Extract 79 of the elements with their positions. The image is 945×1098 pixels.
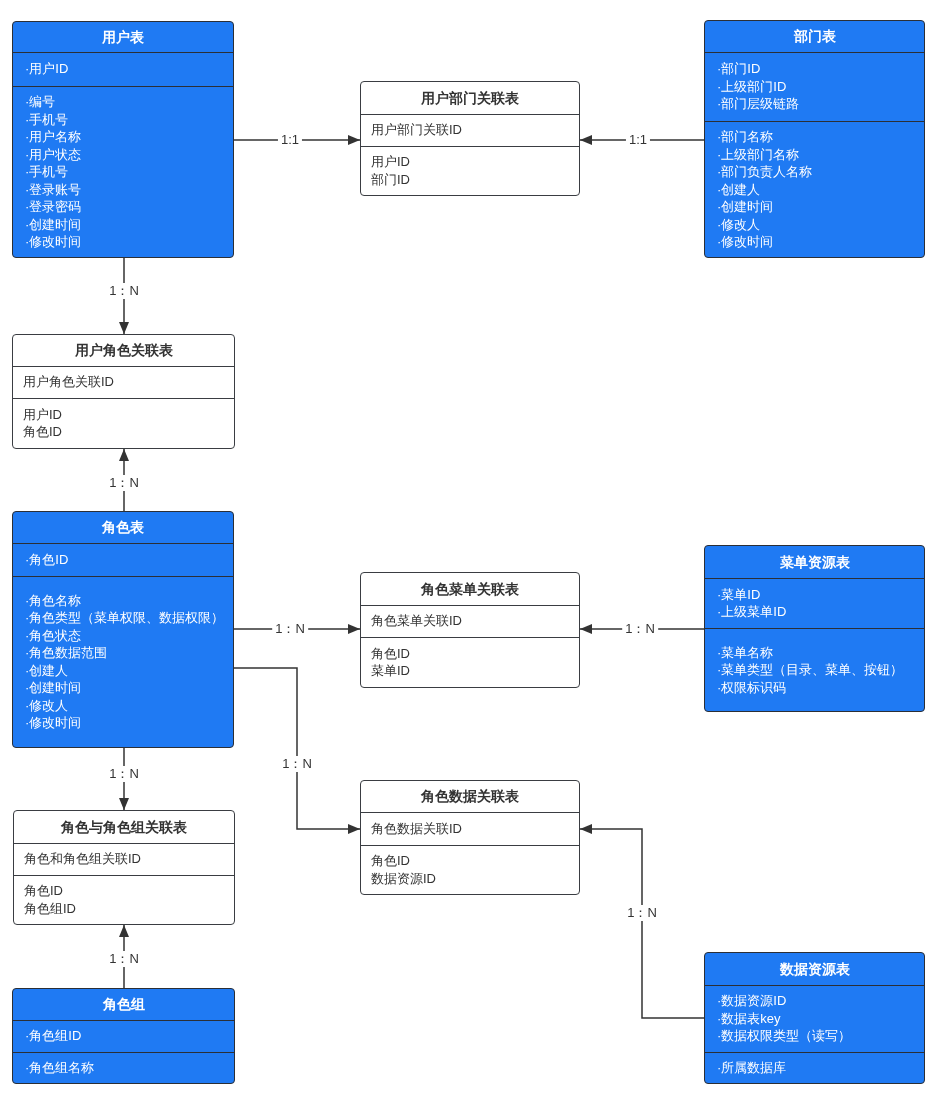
field-name: ·上级部门ID: [717, 77, 787, 96]
table-card: [360, 81, 580, 196]
field-name: ·部门名称: [717, 128, 774, 146]
field-name: ·角色名称: [25, 591, 82, 610]
field-name: ·创建时间: [25, 215, 82, 233]
arrow-connector: [233, 667, 361, 834]
table-title: 用户表: [102, 27, 144, 46]
field-name: ·手机号: [25, 163, 69, 181]
field-name: 角色和角色组关联ID: [24, 850, 141, 868]
field-name: ·登录密码: [25, 198, 82, 216]
field-name: ·编号: [25, 93, 56, 111]
table-card: [12, 21, 234, 258]
table-title: 角色与角色组关联表: [61, 817, 187, 836]
field-name: ·用户名称: [25, 128, 82, 146]
field-name: ·手机号: [25, 110, 69, 128]
table-card: [360, 572, 580, 688]
table-card: [704, 20, 925, 258]
field-name: 数据资源ID: [371, 869, 436, 888]
field-name: ·创建时间: [717, 198, 774, 216]
field-name: ·上级部门名称: [717, 145, 800, 163]
field-name: 用户角色关联ID: [23, 373, 114, 391]
field-name: 角色ID: [371, 644, 410, 663]
field-name: ·修改人: [25, 696, 69, 715]
field-name: ·数据权限类型（读写）: [717, 1027, 852, 1045]
field-name: ·创建人: [717, 180, 761, 198]
table-card: [12, 988, 235, 1084]
table-title: 菜单资源表: [779, 552, 850, 571]
table-title: 数据资源表: [779, 959, 850, 978]
field-name: 角色ID: [371, 852, 410, 870]
field-name: 用户部门关联ID: [371, 121, 462, 139]
table-card: [360, 780, 580, 895]
field-name: ·菜单ID: [717, 585, 761, 603]
table-card: [12, 511, 234, 748]
field-name: ·用户状态: [25, 145, 82, 163]
table-card: [704, 545, 925, 712]
table-title: 用户部门关联表: [421, 88, 519, 107]
table-title: 角色组: [102, 995, 145, 1014]
field-name: 角色组ID: [24, 899, 76, 918]
field-name: ·创建人: [25, 661, 69, 680]
field-name: ·角色组名称: [25, 1059, 95, 1077]
field-name: ·角色数据范围: [25, 644, 108, 662]
field-name: ·角色状态: [25, 626, 82, 645]
arrow-connector: [579, 824, 705, 1019]
table-card: [13, 810, 235, 925]
field-name: ·创建时间: [25, 679, 82, 697]
field-name: ·上级菜单ID: [717, 603, 787, 621]
field-name: 角色菜单关联ID: [371, 612, 462, 630]
table-title: 角色数据关联表: [421, 787, 519, 806]
table-title: 部门表: [793, 27, 836, 46]
field-name: ·修改时间: [25, 714, 82, 732]
field-name: ·数据资源ID: [717, 992, 787, 1010]
field-name: 菜单ID: [371, 662, 410, 680]
field-name: ·修改时间: [717, 233, 774, 251]
field-name: ·角色类型（菜单权限、数据权限）: [25, 609, 225, 627]
table-title: 用户角色关联表: [74, 341, 173, 360]
field-name: ·修改人: [717, 215, 761, 233]
field-name: ·菜单类型（目录、菜单、按钮）: [717, 661, 904, 679]
field-name: ·菜单名称: [717, 643, 774, 661]
field-name: ·所属数据库: [717, 1059, 787, 1077]
field-name: 角色数据关联ID: [371, 819, 462, 838]
field-name: 部门ID: [371, 170, 410, 189]
table-card: [12, 334, 235, 449]
field-name: 角色ID: [23, 423, 62, 441]
field-name: ·部门层级链路: [717, 95, 800, 113]
table-title: 角色表: [102, 518, 144, 537]
field-name: ·用户ID: [25, 60, 69, 78]
field-name: 用户ID: [23, 405, 62, 424]
field-name: ·登录账号: [25, 180, 82, 198]
field-name: ·数据表key: [717, 1009, 781, 1028]
field-name: ·角色ID: [25, 550, 69, 569]
table-title: 角色菜单关联表: [421, 579, 519, 598]
field-name: 用户ID: [371, 153, 410, 171]
field-name: ·部门负责人名称: [717, 163, 813, 181]
field-name: ·角色组ID: [25, 1027, 82, 1045]
field-name: 角色ID: [24, 882, 63, 900]
field-name: ·部门ID: [717, 60, 761, 78]
table-card: [704, 952, 925, 1084]
field-name: ·权限标识码: [717, 678, 787, 696]
field-name: ·修改时间: [25, 233, 82, 251]
